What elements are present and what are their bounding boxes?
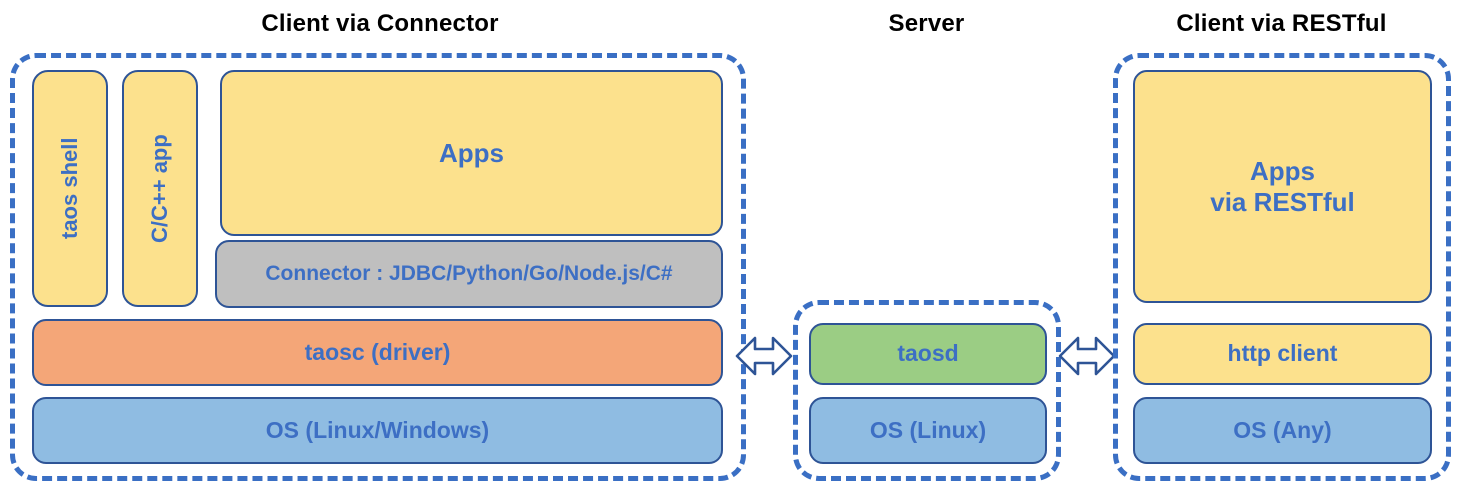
node-os-any[interactable]: OS (Any): [1133, 397, 1432, 464]
node-connector-libraries[interactable]: Connector : JDBC/Python/Go/Node.js/C#: [215, 240, 723, 308]
bidirectional-arrow-icon-client-server: [735, 330, 793, 382]
node-taos-shell[interactable]: taos shell: [32, 70, 108, 307]
section-title-server: Server: [888, 10, 965, 37]
node-os-linux[interactable]: OS (Linux): [809, 397, 1047, 464]
node-os-linux-windows[interactable]: OS (Linux/Windows): [32, 397, 723, 464]
node-apps[interactable]: Apps: [220, 70, 723, 236]
bidirectional-arrow-icon-server-restful: [1058, 330, 1116, 382]
section-title-client-via-connector: Client via Connector: [261, 10, 499, 37]
panel-client-via-connector: [10, 53, 746, 481]
node-taosd[interactable]: taosd: [809, 323, 1047, 385]
node-apps-via-restful[interactable]: Apps via RESTful: [1133, 70, 1432, 303]
node-c-cpp-app[interactable]: C/C++ app: [122, 70, 198, 307]
section-title-client-via-restful: Client via RESTful: [1176, 10, 1387, 37]
panel-client-via-restful: [1113, 53, 1451, 481]
node-http-client[interactable]: http client: [1133, 323, 1432, 385]
panel-server: [793, 300, 1061, 481]
node-taosc-driver[interactable]: taosc (driver): [32, 319, 723, 386]
